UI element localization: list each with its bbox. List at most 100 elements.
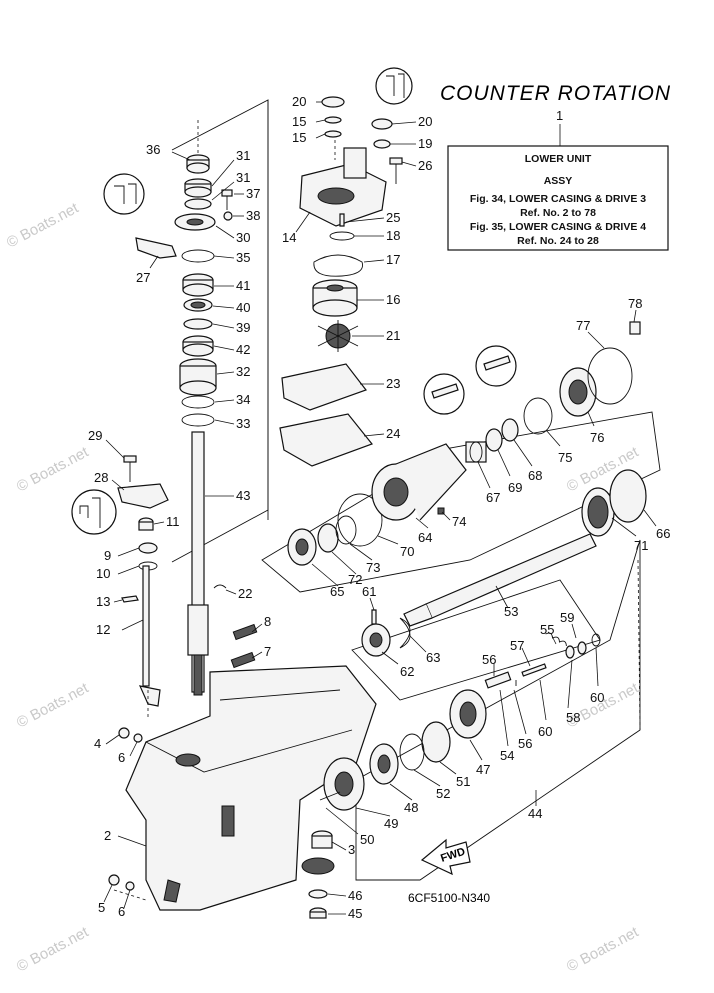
callout-30: 30 [236, 230, 250, 245]
callout-31: 31 [236, 170, 250, 185]
callout-54: 54 [500, 748, 514, 763]
part-24-gasket [279, 413, 373, 467]
callout-62: 62 [400, 664, 414, 679]
callout-27: 27 [136, 270, 150, 285]
part-39-seal [183, 318, 213, 330]
part-22-key [213, 584, 227, 589]
part-37-bolt [221, 189, 233, 210]
part-71-forward-gear [581, 487, 615, 537]
callout-13: 13 [96, 594, 110, 609]
watermark: © Boats.net [14, 679, 92, 731]
part-20-grommet [371, 118, 393, 130]
part-78-bolt [629, 321, 641, 335]
part-69-seal [485, 428, 503, 452]
part-45-nut [309, 907, 327, 919]
callout-20: 20 [292, 94, 306, 109]
callout-69: 69 [508, 480, 522, 495]
part-66-shim [609, 469, 647, 523]
part-58-ball [565, 645, 575, 659]
callout-25: 25 [386, 210, 400, 225]
part-43-drive-shaft [187, 431, 209, 696]
part-12-shift-rod [138, 565, 161, 707]
callout-numbers: 36 31 31 37 38 30 27 35 41 40 39 42 32 3… [88, 94, 670, 921]
part-20-grommet [321, 96, 345, 108]
part-27-plate [135, 237, 177, 259]
callout-29: 29 [88, 428, 102, 443]
fwd-arrow: FWD [420, 838, 471, 876]
watermark: © Boats.net [4, 199, 82, 251]
callout-76: 76 [590, 430, 604, 445]
callout-14: 14 [282, 230, 296, 245]
part-3-pinion-bearing [311, 830, 333, 849]
callout-33: 33 [236, 416, 250, 431]
callout-15: 15 [292, 114, 306, 129]
part-52-shim [399, 733, 425, 771]
detail-inset-top [375, 67, 413, 105]
callout-44: 44 [528, 806, 542, 821]
callout-38: 38 [246, 208, 260, 223]
detail-inset-shift [71, 489, 117, 535]
callout-48: 48 [404, 800, 418, 815]
part-15-seal [324, 116, 342, 124]
part-53-propeller-shaft [403, 533, 597, 627]
part-30-retainer [174, 213, 216, 231]
callout-15: 15 [292, 130, 306, 145]
callout-23: 23 [386, 376, 400, 391]
part-49-bearing-housing [323, 757, 365, 811]
part-15-seal [324, 130, 342, 138]
part-68-seal [501, 418, 519, 442]
callout-11: 11 [166, 514, 180, 529]
part-pinion-gear [301, 857, 335, 875]
part-54-plunger [484, 671, 512, 689]
callout-12: 12 [96, 622, 110, 637]
callout-20: 20 [418, 114, 432, 129]
callout-59: 59 [560, 610, 574, 625]
info-line-3: Fig. 34, LOWER CASING & DRIVE 3 [470, 193, 646, 205]
part-14-pump-housing [299, 147, 387, 227]
part-62-dog-clutch [361, 623, 391, 657]
callout-74: 74 [452, 514, 466, 529]
callout-9: 9 [104, 548, 111, 563]
callout-75: 75 [558, 450, 572, 465]
part-48-bearing [369, 743, 399, 785]
part-29-bolt [123, 455, 137, 482]
callout-35: 35 [236, 250, 250, 265]
part-16-insert-cartridge [312, 279, 358, 317]
callout-3: 3 [348, 842, 355, 857]
part-47-reverse-gear [449, 689, 487, 739]
part-33-shim [181, 413, 215, 427]
part-72-bearing [317, 523, 339, 553]
info-line-5: Fig. 35, LOWER CASING & DRIVE 4 [470, 221, 646, 233]
callout-26: 26 [418, 158, 432, 173]
callout-72: 72 [348, 572, 362, 587]
callout-2: 2 [104, 828, 111, 843]
part-4-bolt [118, 727, 130, 739]
callout-1: 1 [556, 108, 563, 123]
drawing-code: 6CF5100-N340 [408, 891, 490, 905]
part-58-ball [577, 641, 587, 655]
info-line-2: ASSY [544, 175, 573, 187]
part-26-bolt [389, 157, 403, 184]
callout-18: 18 [386, 228, 400, 243]
callout-37: 37 [246, 186, 260, 201]
callout-32: 32 [236, 364, 250, 379]
callout-51: 51 [456, 774, 470, 789]
part-34-shim [181, 395, 215, 409]
part-9-seal [138, 542, 158, 554]
part-32-bearing-housing [179, 358, 217, 396]
part-18-o-ring [329, 231, 355, 241]
callout-34: 34 [236, 392, 250, 407]
part-23-plate [281, 363, 367, 411]
callout-42: 42 [236, 342, 250, 357]
callout-31: 31 [236, 148, 250, 163]
detail-inset-seal-b [475, 345, 517, 387]
callout-21: 21 [386, 328, 400, 343]
part-31-bearing [184, 178, 212, 210]
part-36-seal [186, 154, 210, 174]
callout-41: 41 [236, 278, 250, 293]
part-17-seal [313, 254, 364, 277]
callout-77: 77 [576, 318, 590, 333]
part-11-bushing [138, 517, 154, 531]
callout-17: 17 [386, 252, 400, 267]
